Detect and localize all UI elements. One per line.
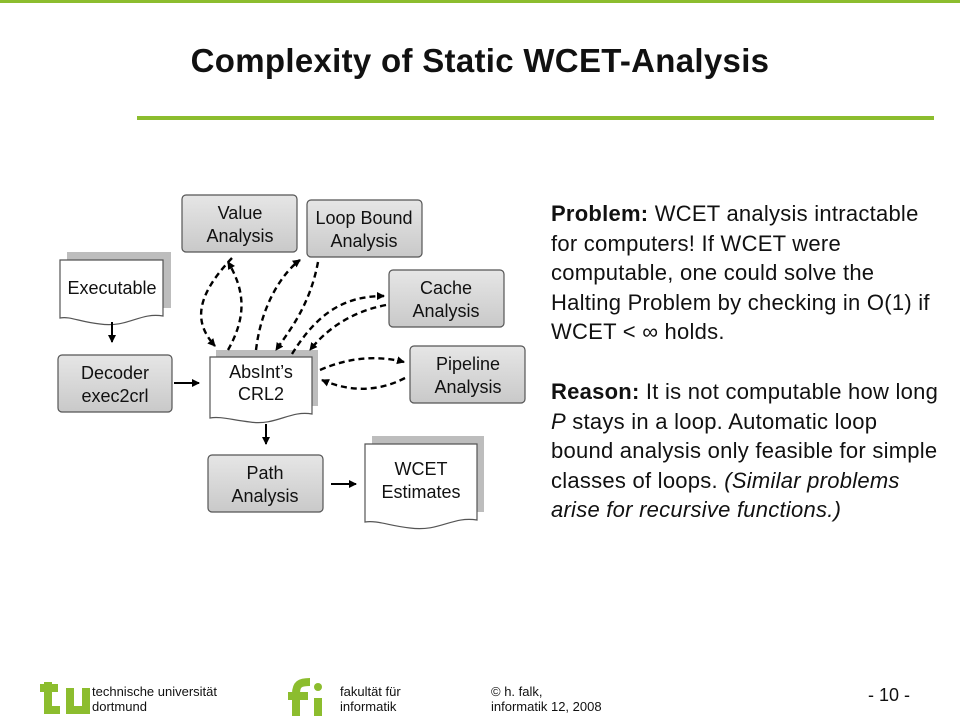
crl2-document: AbsInt’s CRL2	[209, 350, 318, 424]
loop-bound-analysis-box: Loop Bound Analysis	[306, 199, 423, 258]
cache-analysis-box: Cache Analysis	[388, 269, 505, 328]
svg-text:Analysis: Analysis	[231, 486, 298, 506]
reason-paragraph: Reason: It is not computable how long P …	[551, 378, 939, 523]
svg-text:Cache: Cache	[420, 278, 472, 298]
svg-text:AbsInt’s: AbsInt’s	[229, 362, 293, 382]
svg-text:Value: Value	[218, 203, 263, 223]
svg-text:Analysis: Analysis	[206, 226, 273, 246]
svg-text:Decoder: Decoder	[81, 363, 149, 383]
decoder-box: Decoder exec2crl	[57, 354, 173, 413]
svg-text:Pipeline: Pipeline	[436, 354, 500, 374]
top-accent-rule	[0, 0, 960, 3]
explanation-text: Problem: WCET analysis intractable for c…	[551, 199, 941, 525]
slide-title: Complexity of Static WCET-Analysis	[190, 42, 770, 79]
svg-text:Analysis: Analysis	[412, 301, 479, 321]
title-underline	[137, 116, 934, 120]
problem-paragraph: Problem: WCET analysis intractable for c…	[551, 201, 930, 345]
svg-text:Analysis: Analysis	[434, 377, 501, 397]
svg-text:WCET: WCET	[395, 459, 448, 479]
footer-logos	[40, 678, 322, 716]
analysis-interaction-arrows	[199, 257, 406, 390]
svg-text:Loop Bound: Loop Bound	[315, 208, 412, 228]
svg-text:Executable: Executable	[67, 278, 156, 298]
wcet-tool-diagram: Value Analysis Loop Bound Analysis Cache…	[57, 194, 526, 530]
executable-document: Executable	[59, 252, 171, 326]
path-analysis-box: Path Analysis	[207, 454, 324, 513]
svg-text:exec2crl: exec2crl	[81, 386, 148, 406]
svg-text:Analysis: Analysis	[330, 231, 397, 251]
svg-text:Estimates: Estimates	[381, 482, 460, 502]
author-credit: © h. falk,informatik 12, 2008	[491, 684, 602, 714]
svg-text:CRL2: CRL2	[238, 384, 284, 404]
value-analysis-box: Value Analysis	[181, 194, 298, 253]
pipeline-analysis-box: Pipeline Analysis	[409, 345, 526, 404]
page-number: - 10 -	[868, 685, 911, 705]
svg-text:Path: Path	[246, 463, 283, 483]
fi-logo	[288, 678, 322, 716]
tu-logo	[40, 682, 90, 714]
wcet-estimates-document: WCET Estimates	[364, 436, 484, 530]
